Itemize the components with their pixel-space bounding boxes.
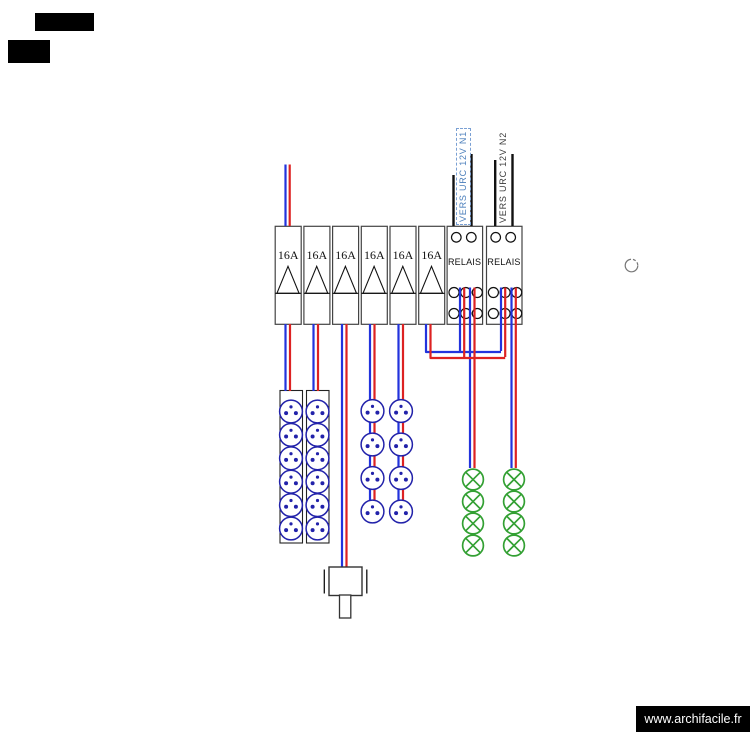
breaker-rating-4: 16A bbox=[363, 247, 385, 262]
watermark-text: www.archifacile.fr bbox=[644, 712, 742, 726]
breaker-module-3[interactable] bbox=[332, 225, 360, 325]
distribution-panel bbox=[274, 225, 523, 325]
redaction-block-2 bbox=[8, 40, 50, 63]
appliance-symbol[interactable] bbox=[323, 566, 368, 619]
breaker-module-6[interactable] bbox=[418, 225, 446, 325]
socket-column-2[interactable] bbox=[390, 400, 413, 523]
redaction-block-1 bbox=[35, 13, 94, 31]
wire-label-vers-urc-n1[interactable]: VERS URC 12V N1 bbox=[456, 128, 471, 225]
breaker-rating-6: 16A bbox=[421, 247, 443, 262]
socket-strip-2[interactable] bbox=[306, 391, 329, 544]
watermark-bar: www.archifacile.fr bbox=[636, 706, 750, 732]
lamp-column-1[interactable] bbox=[463, 469, 484, 556]
socket-strip-1[interactable] bbox=[280, 391, 303, 544]
breaker-module-5[interactable] bbox=[389, 225, 417, 325]
wire-label-vers-urc-n2[interactable]: VERS URC 12V N2 bbox=[498, 131, 508, 224]
breaker-module-4[interactable] bbox=[360, 225, 388, 325]
breaker-rating-3: 16A bbox=[335, 247, 356, 262]
lamp-column-2[interactable] bbox=[504, 469, 525, 556]
small-circle-marker[interactable] bbox=[624, 258, 639, 273]
relay-label-1: RELAIS bbox=[447, 256, 482, 267]
socket-column-1[interactable] bbox=[361, 400, 384, 523]
control-wires[interactable] bbox=[452, 154, 514, 226]
relay-label-2: RELAIS bbox=[487, 256, 521, 267]
breaker-rating-5: 16A bbox=[392, 247, 414, 262]
breaker-module-1[interactable] bbox=[274, 225, 302, 325]
breaker-rating-1: 16A bbox=[277, 247, 299, 262]
breaker-module-2[interactable] bbox=[303, 225, 331, 325]
breaker-rating-2: 16A bbox=[306, 247, 328, 262]
